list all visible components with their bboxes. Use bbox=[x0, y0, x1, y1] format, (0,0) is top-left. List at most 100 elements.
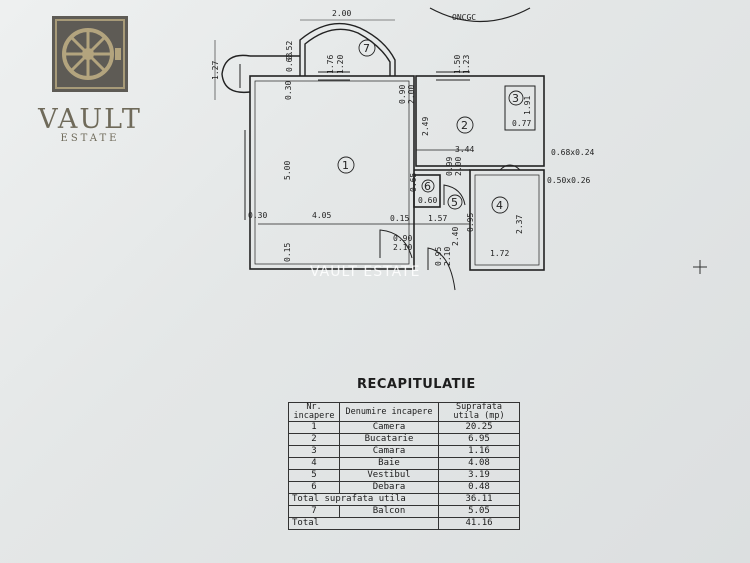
row-name: Baie bbox=[339, 457, 439, 470]
row-name: Vestibul bbox=[339, 469, 439, 482]
header-suprafata: Suprafata utila (mp) bbox=[438, 402, 520, 422]
top-arc-label: ONCGC bbox=[452, 13, 476, 22]
row-nr: 3 bbox=[288, 445, 340, 458]
door-arc-entrance bbox=[427, 247, 456, 291]
room-number-1: 1 bbox=[342, 159, 349, 172]
row-name: Camara bbox=[339, 445, 439, 458]
dim-0-68: 0.68 bbox=[285, 53, 294, 72]
dim-3-44: 3.44 bbox=[455, 145, 474, 154]
total-value: 41.16 bbox=[438, 517, 520, 530]
row-name: Bucatarie bbox=[339, 433, 439, 446]
total-label: Total bbox=[288, 517, 439, 530]
table-header-row: Nr. incapere Denumire incapere Suprafata… bbox=[288, 402, 520, 422]
header-nr: Nr. incapere bbox=[288, 402, 340, 422]
table-row: 4 Baie 4.08 bbox=[288, 457, 520, 470]
door-arc-5 bbox=[443, 184, 466, 206]
dim-2-00b: 2.00 bbox=[407, 85, 416, 104]
dim-1-27: 1.27 bbox=[211, 61, 220, 80]
dim-0-99: 0.99 bbox=[445, 157, 454, 176]
dim-1-72: 1.72 bbox=[490, 249, 509, 258]
row-nr: 4 bbox=[288, 457, 340, 470]
table-row: 3 Camara 1.16 bbox=[288, 445, 520, 458]
row-area: 6.95 bbox=[438, 433, 520, 446]
header-denumire: Denumire incapere bbox=[339, 402, 439, 422]
vault-estate-logo: VAULT ESTATE bbox=[30, 12, 150, 162]
dim-0-65: 0.65 bbox=[409, 173, 418, 192]
dim-0-68x0-24: 0.68x0.24 bbox=[551, 148, 595, 157]
row-area: 5.05 bbox=[438, 505, 520, 518]
dim-0-15b: 0.15 bbox=[283, 243, 292, 262]
row-name: Debara bbox=[339, 481, 439, 494]
dim-1-20: 1.20 bbox=[336, 55, 345, 74]
dim-0-50x0-26: 0.50x0.26 bbox=[547, 176, 591, 185]
room-2-walls bbox=[415, 75, 545, 167]
row-nr: 1 bbox=[288, 421, 340, 434]
table-row: 5 Vestibul 3.19 bbox=[288, 469, 520, 482]
room-1-walls bbox=[249, 75, 415, 270]
dim-0-30: 0.30 bbox=[284, 81, 293, 100]
table-row: 2 Bucatarie 6.95 bbox=[288, 433, 520, 446]
room-number-4: 4 bbox=[496, 199, 503, 212]
row-nr: 6 bbox=[288, 481, 340, 494]
dim-2-40: 2.40 bbox=[451, 227, 460, 246]
dim-2-10b: 2.10 bbox=[443, 247, 452, 266]
door-arc-1 bbox=[379, 229, 413, 259]
dim-0-30b: 0.30 bbox=[248, 211, 267, 220]
room-3-walls bbox=[504, 85, 536, 131]
dim-4-05: 4.05 bbox=[312, 211, 331, 220]
row-area: 0.48 bbox=[438, 481, 520, 494]
dim-2-10: 2.10 bbox=[393, 243, 412, 252]
row-name: Camera bbox=[339, 421, 439, 434]
recap-title: RECAPITULATIE bbox=[357, 377, 476, 392]
dim-2-00c: 2.00 bbox=[454, 157, 463, 176]
dim-0-60: 0.60 bbox=[418, 196, 437, 205]
table-row: 6 Debara 0.48 bbox=[288, 481, 520, 494]
row-nr: 5 bbox=[288, 469, 340, 482]
room-number-6: 6 bbox=[424, 180, 431, 193]
dim-5-00: 5.00 bbox=[283, 161, 292, 180]
dim-0-95b: 0.95 bbox=[434, 247, 443, 266]
recap-table: Nr. incapere Denumire incapere Suprafata… bbox=[288, 402, 520, 530]
dim-0-15a: 0.15 bbox=[390, 214, 409, 223]
dim-2-00: 2.00 bbox=[332, 9, 351, 18]
total-row: Total 41.16 bbox=[288, 517, 520, 530]
row-area: 20.25 bbox=[438, 421, 520, 434]
total-useful-value: 36.11 bbox=[438, 493, 520, 506]
dim-2-49: 2.49 bbox=[421, 117, 430, 136]
dim-1-76: 1.76 bbox=[326, 55, 335, 74]
dim-0-90b: 0.90 bbox=[393, 234, 412, 243]
logo-wordmark: VAULT bbox=[38, 104, 142, 135]
room-4-walls bbox=[469, 169, 545, 271]
room-number-3: 3 bbox=[512, 92, 519, 105]
dim-2-37: 2.37 bbox=[515, 215, 524, 234]
dim-1-91: 1.91 bbox=[523, 96, 532, 115]
row-area: 1.16 bbox=[438, 445, 520, 458]
room-6-walls bbox=[413, 174, 441, 208]
logo-subtitle: ESTATE bbox=[60, 133, 120, 144]
row-area: 4.08 bbox=[438, 457, 520, 470]
room-number-2: 2 bbox=[461, 119, 468, 132]
dim-1-23: 1.23 bbox=[462, 55, 471, 74]
row-nr: 2 bbox=[288, 433, 340, 446]
row-area: 3.19 bbox=[438, 469, 520, 482]
row-name: Balcon bbox=[339, 505, 439, 518]
total-useful-row: Total suprafata utila 36.11 bbox=[288, 493, 520, 506]
dim-1-50: 1.50 bbox=[453, 55, 462, 74]
watermark: VAULT ESTATE bbox=[310, 264, 421, 280]
room-number-5: 5 bbox=[451, 196, 458, 209]
dim-0-95: 0.95 bbox=[466, 213, 475, 232]
table-row: 7 Balcon 5.05 bbox=[288, 505, 520, 518]
balcony-7 bbox=[221, 22, 396, 94]
dim-0-52: 0.52 bbox=[285, 41, 294, 60]
dim-1-57: 1.57 bbox=[428, 214, 447, 223]
vault-wheel-icon bbox=[52, 16, 128, 92]
row-nr: 7 bbox=[288, 505, 340, 518]
crosshair-icon bbox=[693, 260, 707, 274]
total-useful-label: Total suprafata utila bbox=[288, 493, 439, 506]
room-number-7: 7 bbox=[363, 42, 370, 55]
door-arc-4 bbox=[499, 164, 521, 171]
dim-0-77: 0.77 bbox=[512, 119, 531, 128]
dim-0-90: 0.90 bbox=[398, 85, 407, 104]
table-row: 1 Camera 20.25 bbox=[288, 421, 520, 434]
